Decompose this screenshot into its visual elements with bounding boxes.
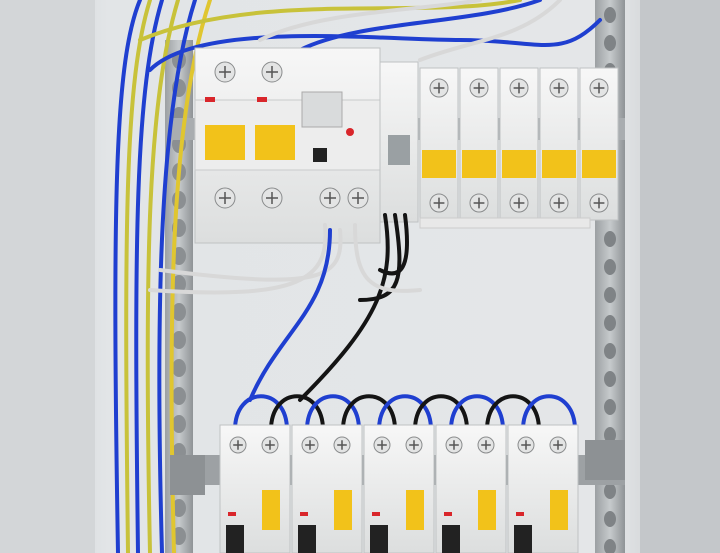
rail-hole — [604, 427, 616, 443]
breaker-toggle — [462, 150, 496, 178]
enclosure-right-edge — [640, 0, 720, 553]
circuit-breaker — [459, 67, 499, 221]
breaker-toggle — [582, 150, 616, 178]
arch-wire — [305, 394, 361, 432]
rcd-test-button — [346, 128, 354, 136]
rail-hole — [172, 331, 186, 349]
auxiliary-contact — [379, 61, 419, 223]
rcbo-module — [291, 424, 363, 553]
arch-wire — [485, 394, 541, 432]
rcd-test-panel — [301, 91, 343, 128]
rail-hole — [604, 399, 616, 415]
rcd-terminal-screws — [214, 61, 369, 209]
rail-bracket-left — [170, 455, 205, 495]
rail-hole — [172, 275, 186, 293]
rail-hole — [604, 343, 616, 359]
arch-wire — [233, 394, 289, 432]
rail-hole — [604, 259, 616, 275]
busbar-comb — [419, 217, 591, 229]
rail-hole — [172, 387, 186, 405]
circuit-breaker — [499, 67, 539, 221]
arch-wire — [269, 394, 325, 432]
rail-hole — [604, 35, 616, 51]
rcbo-module — [435, 424, 507, 553]
rail-hole — [604, 483, 616, 499]
arch-wire — [377, 394, 433, 432]
rcbo-toggle — [262, 490, 280, 530]
rcd-toggle-2 — [255, 125, 295, 160]
rcbo-toggle — [334, 490, 352, 530]
top-circuit-breakers — [419, 67, 619, 221]
rail-bracket-right — [585, 440, 625, 480]
rail-hole — [604, 511, 616, 527]
arch-wire — [449, 394, 505, 432]
rcd-toggle-1 — [205, 125, 245, 160]
rail-hole — [604, 539, 616, 553]
rcbo-module — [363, 424, 435, 553]
breaker-toggle — [502, 150, 536, 178]
rail-hole — [604, 371, 616, 387]
rcbo-module — [507, 424, 579, 553]
rail-hole — [172, 415, 186, 433]
rail-hole — [172, 359, 186, 377]
rail-hole — [604, 315, 616, 331]
rcbo-toggle — [406, 490, 424, 530]
rcbo-toggle — [478, 490, 496, 530]
rail-hole — [604, 287, 616, 303]
rail-hole — [604, 231, 616, 247]
circuit-breaker — [579, 67, 619, 221]
arch-wire — [413, 394, 469, 432]
wires-top — [138, 0, 602, 72]
wires-middle — [148, 213, 422, 402]
breaker-toggle — [422, 150, 456, 178]
arch-wire — [341, 394, 397, 432]
rcbo-toggle — [550, 490, 568, 530]
enclosure-left-edge — [0, 0, 95, 553]
rail-hole — [172, 499, 186, 517]
wires-bottom-arches — [233, 394, 577, 432]
rail-hole — [172, 303, 186, 321]
rail-hole — [604, 7, 616, 23]
circuit-breaker — [539, 67, 579, 221]
rcbo-module — [219, 424, 291, 553]
arch-wire — [521, 394, 577, 432]
bottom-rcbo-row — [219, 424, 579, 553]
circuit-breaker — [419, 67, 459, 221]
breaker-toggle — [542, 150, 576, 178]
